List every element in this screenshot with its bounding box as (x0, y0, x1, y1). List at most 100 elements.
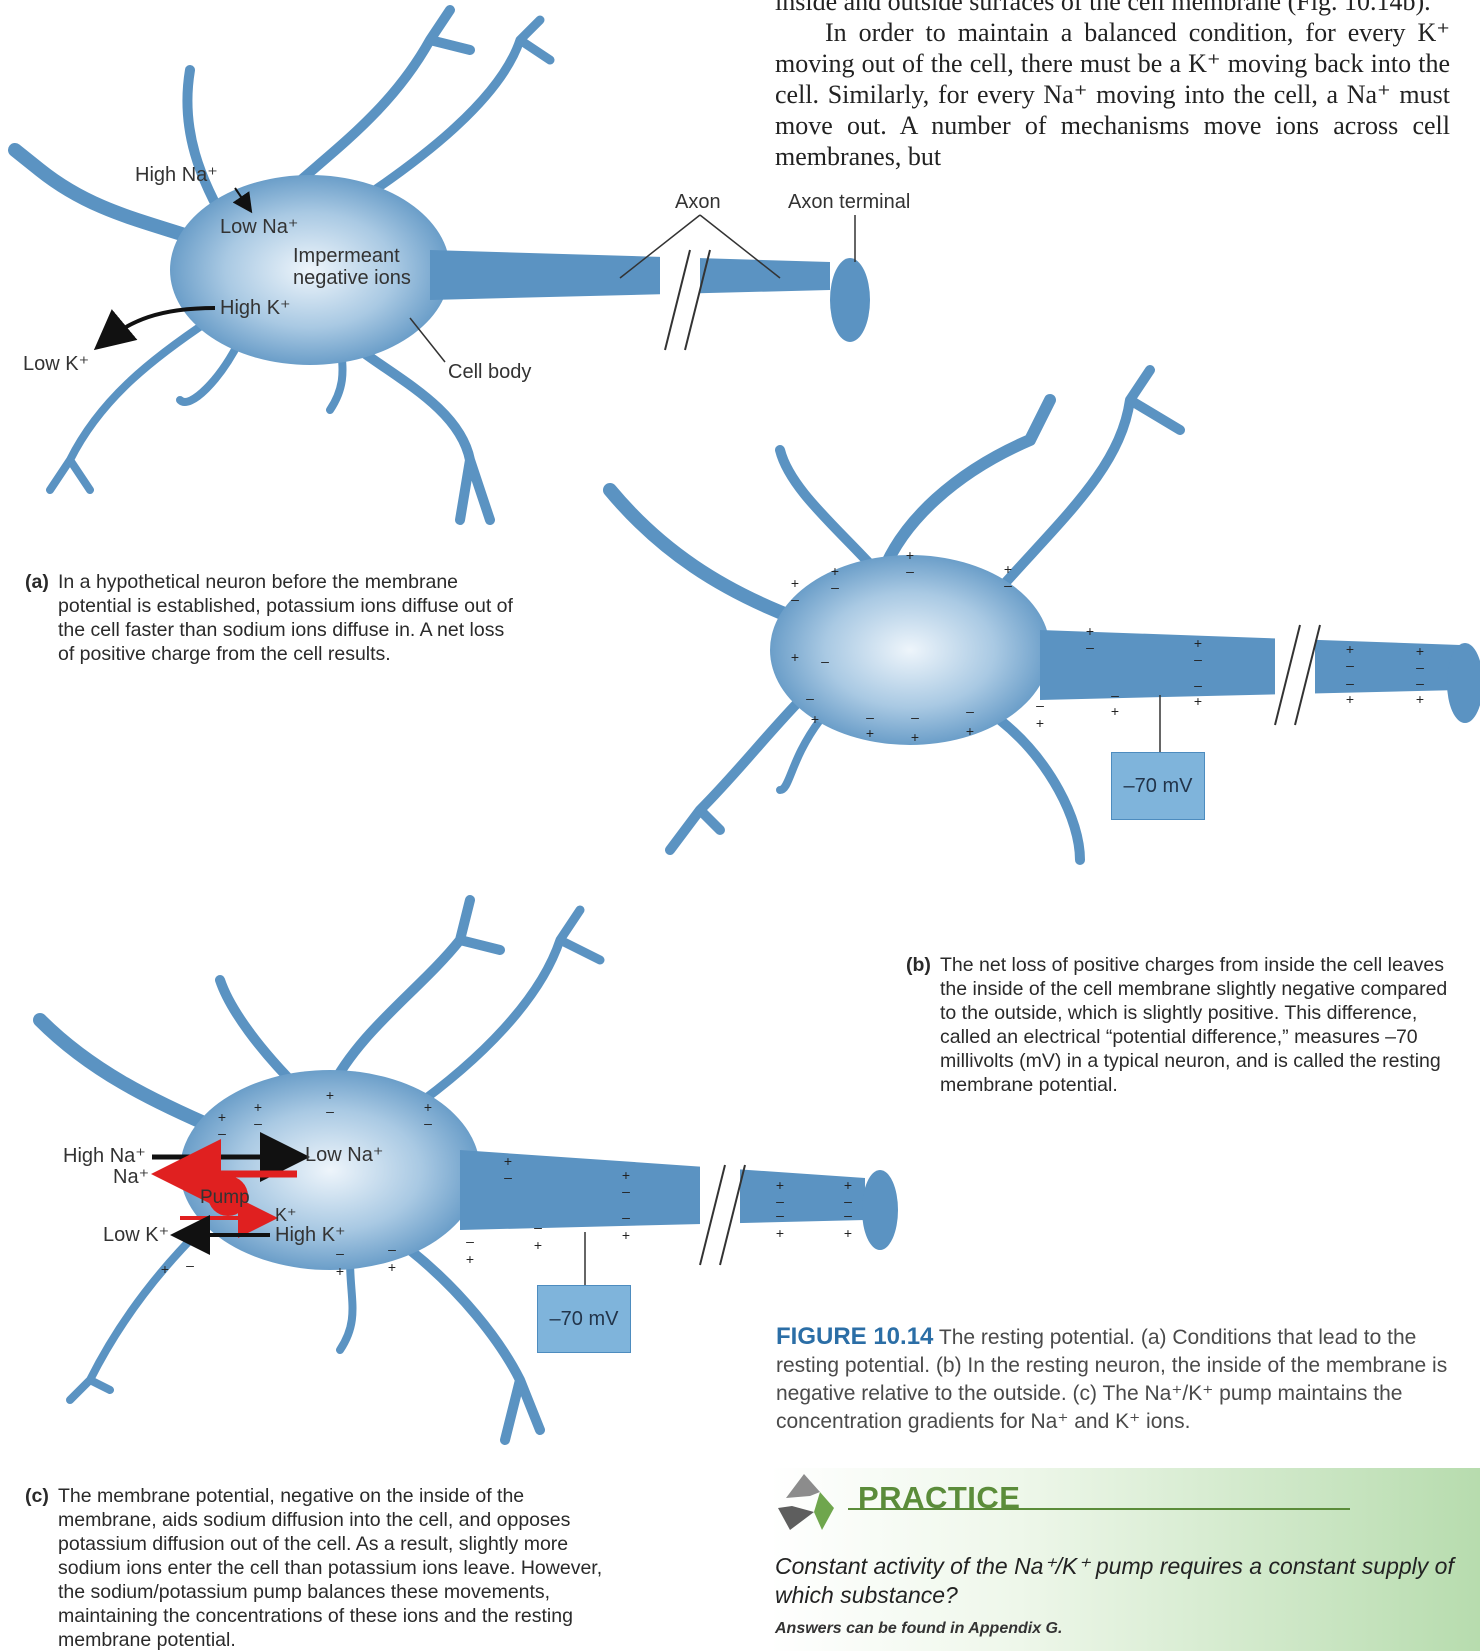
svg-text:+: + (1111, 703, 1119, 719)
figure-number: FIGURE 10.14 (776, 1323, 933, 1350)
svg-text:+: + (388, 1259, 396, 1275)
svg-text:+: + (254, 1099, 262, 1115)
practice-box: PRACTICE Constant activity of the Na⁺/K⁺… (770, 1468, 1480, 1651)
caption-c-label: (c) (25, 1484, 49, 1508)
label-c-low-na: Low Na⁺ (305, 1144, 383, 1166)
label-a-axon-terminal: Axon terminal (788, 191, 910, 213)
svg-text:+: + (1346, 691, 1354, 707)
label-a-high-na: High Na⁺ (135, 164, 218, 186)
svg-text:+: + (811, 711, 819, 727)
svg-text:+: + (622, 1167, 630, 1183)
svg-text:+: + (1346, 641, 1354, 657)
caption-a: (a) In a hypothetical neuron before the … (25, 570, 525, 666)
svg-text:–: – (1111, 687, 1119, 703)
svg-text:–: – (906, 563, 914, 579)
svg-text:+: + (1416, 643, 1424, 659)
practice-answers-note: Answers can be found in Appendix G. (775, 1620, 1062, 1638)
voltmeter-c: –70 mV (537, 1285, 631, 1353)
axon-terminal-c (862, 1170, 898, 1250)
svg-text:–: – (622, 1209, 630, 1225)
svg-text:+: + (844, 1177, 852, 1193)
svg-text:+: + (1036, 715, 1044, 731)
svg-text:–: – (186, 1257, 194, 1273)
caption-b: (b) The net loss of positive charges fro… (906, 953, 1461, 1097)
svg-text:–: – (254, 1115, 262, 1131)
svg-text:+: + (906, 547, 914, 563)
label-c-high-na: High Na⁺ (63, 1145, 146, 1167)
caption-b-text: The net loss of positive charges from in… (940, 953, 1461, 1097)
label-c-high-k: High K⁺ (275, 1224, 346, 1246)
svg-text:–: – (776, 1207, 784, 1223)
practice-question: Constant activity of the Na⁺/K⁺ pump req… (775, 1552, 1465, 1610)
practice-rule (848, 1508, 1350, 1510)
svg-text:+: + (791, 649, 799, 665)
figure-caption: FIGURE 10.14 The resting potential. (a) … (776, 1323, 1472, 1436)
caption-c-text: The membrane potential, negative on the … (58, 1484, 625, 1652)
practice-title: PRACTICE (858, 1480, 1020, 1516)
svg-text:+: + (1086, 623, 1094, 639)
svg-text:+: + (776, 1177, 784, 1193)
svg-text:–: – (466, 1233, 474, 1249)
svg-text:–: – (1416, 675, 1424, 691)
svg-text:–: – (1416, 659, 1424, 675)
label-a-low-k: Low K⁺ (23, 353, 89, 375)
caption-a-text: In a hypothetical neuron before the memb… (58, 570, 525, 666)
label-c-low-k: Low K⁺ (103, 1224, 169, 1246)
svg-text:+: + (622, 1227, 630, 1243)
svg-text:+: + (1194, 635, 1202, 651)
body-text: inside and outside surfaces of the cell … (775, 0, 1450, 172)
svg-text:–: – (622, 1183, 630, 1199)
label-a-axon: Axon (675, 191, 721, 213)
svg-text:–: – (1194, 651, 1202, 667)
body-text-cut-line: inside and outside surfaces of the cell … (775, 0, 1450, 17)
axon-b (1040, 630, 1460, 700)
label-a-impermeant: Impermeant negative ions (293, 245, 433, 289)
label-a-low-na: Low Na⁺ (220, 216, 298, 238)
svg-text:–: – (424, 1115, 432, 1131)
svg-text:–: – (791, 591, 799, 607)
svg-text:+: + (161, 1261, 169, 1277)
svg-text:–: – (218, 1125, 226, 1141)
svg-text:+: + (504, 1153, 512, 1169)
svg-text:–: – (806, 690, 814, 706)
svg-text:–: – (504, 1169, 512, 1185)
svg-text:–: – (326, 1103, 334, 1119)
svg-text:–: – (911, 709, 919, 725)
voltmeter-b: –70 mV (1111, 752, 1205, 820)
body-text-paragraph: In order to maintain a balanced conditio… (775, 17, 1450, 172)
caption-a-label: (a) (25, 570, 49, 594)
svg-text:–: – (844, 1207, 852, 1223)
svg-text:+: + (791, 575, 799, 591)
caption-c: (c) The membrane potential, negative on … (25, 1484, 625, 1652)
svg-text:+: + (844, 1225, 852, 1241)
svg-text:–: – (1086, 639, 1094, 655)
svg-text:–: – (336, 1245, 344, 1261)
svg-text:+: + (1004, 561, 1012, 577)
svg-text:+: + (866, 725, 874, 741)
axon-terminal-a (830, 258, 870, 342)
svg-text:+: + (831, 563, 839, 579)
svg-text:–: – (1346, 675, 1354, 691)
label-a-high-k: High K⁺ (220, 297, 291, 319)
svg-text:–: – (1194, 677, 1202, 693)
svg-text:–: – (534, 1219, 542, 1235)
caption-b-label: (b) (906, 953, 931, 977)
label-c-pump: Pump (200, 1187, 250, 1209)
label-c-na: Na⁺ (113, 1166, 149, 1188)
svg-text:–: – (1036, 697, 1044, 713)
svg-text:+: + (466, 1251, 474, 1267)
recycle-icon (776, 1468, 836, 1536)
svg-text:+: + (326, 1087, 334, 1103)
svg-text:+: + (1194, 693, 1202, 709)
svg-text:+: + (911, 729, 919, 745)
svg-text:–: – (1004, 577, 1012, 593)
svg-text:–: – (821, 653, 829, 669)
label-a-cell-body: Cell body (448, 361, 531, 383)
svg-text:+: + (218, 1109, 226, 1125)
svg-text:+: + (1416, 691, 1424, 707)
svg-text:+: + (336, 1263, 344, 1279)
axon-c (460, 1150, 865, 1230)
svg-text:–: – (831, 579, 839, 595)
axon-a (430, 250, 830, 300)
svg-text:+: + (966, 723, 974, 739)
